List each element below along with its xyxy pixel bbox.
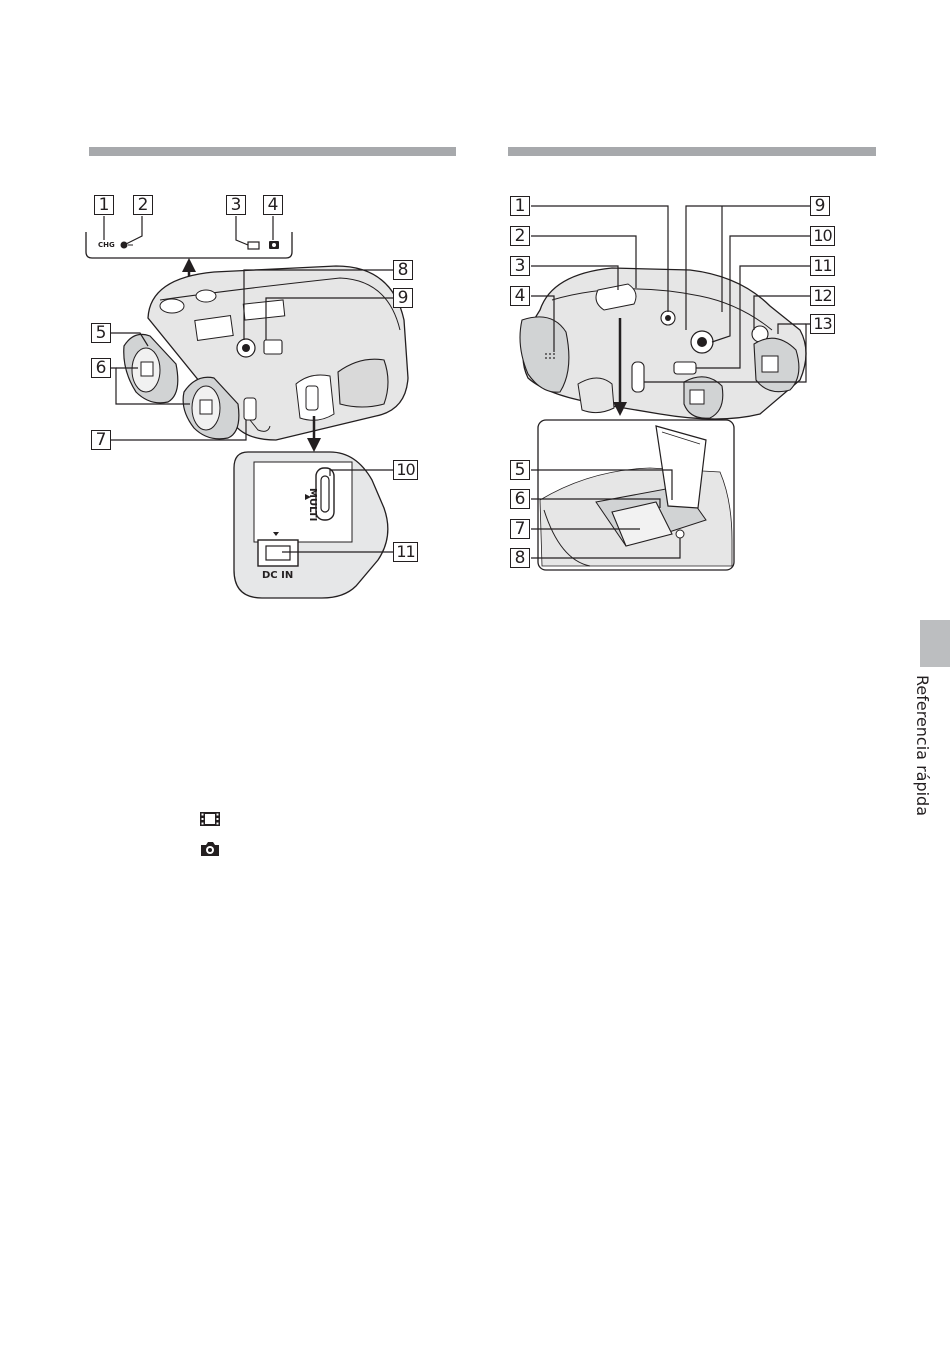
r-callout-13: 13 (810, 314, 835, 334)
r-callout-3: 3 (510, 256, 530, 276)
r-callout-2: 2 (510, 226, 530, 246)
r-callout-1: 1 (510, 196, 530, 216)
r-callout-8: 8 (510, 548, 530, 568)
r-callout-9: 9 (810, 196, 830, 216)
camera-icon (199, 840, 221, 862)
movie-icon (199, 810, 221, 832)
r-callout-10: 10 (810, 226, 835, 246)
r-callout-7: 7 (510, 519, 530, 539)
r-callout-4: 4 (510, 286, 530, 306)
section-tab (920, 620, 950, 667)
right-figure: 1 2 3 4 9 10 11 12 13 5 6 7 8 (0, 0, 900, 620)
side-tab-text: Referencia rápida (913, 675, 932, 816)
r-callout-6: 6 (510, 489, 530, 509)
side-tab-label: Referencia rápida (906, 675, 936, 825)
r-callout-5: 5 (510, 460, 530, 480)
r-callout-11: 11 (810, 256, 835, 276)
r-callout-12: 12 (810, 286, 835, 306)
right-figure-drawing (0, 0, 900, 620)
